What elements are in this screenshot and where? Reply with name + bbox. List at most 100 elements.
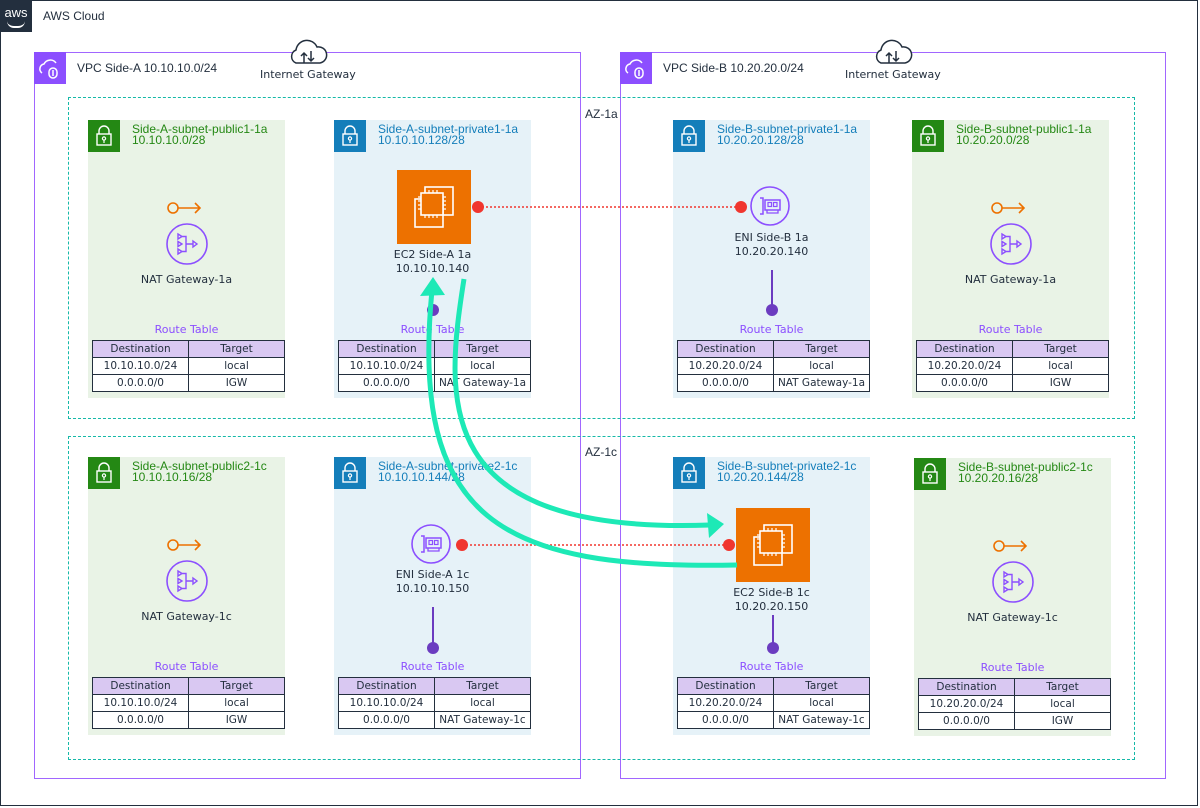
subnet-cidr: 10.10.10.16/28	[132, 470, 213, 484]
subnet-b-priv1: Side-B-subnet-private1-1a 10.20.20.128/2…	[673, 120, 870, 398]
subnet-lock-icon	[88, 457, 120, 489]
route-row: 0.0.0.0/0 IGW	[918, 712, 1111, 730]
route-target: IGW	[188, 711, 285, 729]
route-row: 10.20.20.0/24 local	[677, 694, 870, 712]
route-endpoint	[767, 642, 779, 654]
route-target: NAT Gateway-1a	[773, 374, 870, 392]
route-target: local	[1012, 357, 1109, 375]
nat-gateway-icon	[987, 200, 1035, 275]
subnet-lock-icon	[334, 120, 366, 152]
route-table-label: Route Table	[739, 323, 804, 336]
route-row: 10.20.20.0/24 local	[677, 357, 870, 375]
route-table: Destination Target 10.20.20.0/24 local 0…	[677, 340, 870, 392]
subnet-name: Side-B-subnet-public1-1a	[956, 122, 1092, 136]
route-row: 0.0.0.0/0 IGW	[916, 374, 1109, 392]
target-header: Target	[1014, 678, 1111, 696]
route-table-label: Route Table	[154, 323, 219, 336]
link-endpoint	[723, 539, 735, 551]
vpc-icon	[620, 52, 652, 84]
route-target: local	[1014, 695, 1111, 713]
ec2-ip: 10.10.10.140	[395, 262, 470, 275]
route-target: local	[434, 357, 531, 375]
link-endpoint	[735, 201, 747, 213]
ec2-instance-icon	[396, 170, 471, 244]
route-row: 0.0.0.0/0 NAT Gateway-1c	[677, 711, 870, 729]
route-row: 10.20.20.0/24 local	[916, 357, 1109, 375]
subnet-cidr: 10.20.20.16/28	[958, 471, 1039, 485]
subnet-name: Side-B-subnet-private2-1c	[717, 459, 857, 473]
route-table-label: Route Table	[400, 660, 465, 673]
route-destination: 10.20.20.0/24	[677, 694, 774, 712]
eni-label: ENI Side-B 1a	[734, 231, 809, 244]
route-destination: 0.0.0.0/0	[92, 711, 189, 729]
route-target: IGW	[1012, 374, 1109, 392]
route-destination: 0.0.0.0/0	[677, 374, 774, 392]
route-target: local	[773, 357, 870, 375]
route-destination: 10.10.10.0/24	[338, 357, 435, 375]
internet-gateway-icon	[287, 37, 329, 72]
target-header: Target	[188, 340, 285, 358]
nat-gateway-icon	[163, 537, 211, 612]
flow-arrowhead	[707, 513, 724, 538]
vpc-icon	[34, 52, 66, 84]
target-header: Target	[434, 677, 531, 695]
eni-ip: 10.20.20.140	[734, 245, 809, 258]
subnet-lock-icon	[912, 120, 944, 152]
subnet-cidr: 10.10.10.144/28	[378, 470, 465, 484]
az-1c-label: AZ-1c	[585, 445, 618, 459]
eni-ip: 10.10.10.150	[395, 582, 470, 595]
az-1c	[68, 436, 1135, 760]
route-target: local	[434, 694, 531, 712]
route-table: Destination Target 10.20.20.0/24 local 0…	[916, 340, 1109, 392]
route-table-header: Destination Target	[918, 678, 1111, 696]
subnet-a-priv1: Side-A-subnet-private1-1a 10.10.10.128/2…	[334, 120, 531, 398]
route-row: 0.0.0.0/0 NAT Gateway-1c	[338, 711, 531, 729]
aws-cloud-title: AWS Cloud	[43, 9, 105, 23]
ec2-instance-icon	[735, 508, 810, 582]
subnet-cidr: 10.20.20.144/28	[717, 470, 804, 484]
subnet-cidr: 10.20.20.0/28	[956, 133, 1030, 147]
route-row: 10.10.10.0/24 local	[92, 357, 285, 375]
target-header: Target	[773, 340, 870, 358]
subnet-lock-icon	[334, 457, 366, 489]
subnet-lock-icon	[673, 120, 705, 152]
route-destination: 0.0.0.0/0	[338, 374, 435, 392]
route-table-label: Route Table	[980, 661, 1045, 674]
route-table-header: Destination Target	[92, 677, 285, 695]
subnet-name: Side-A-subnet-public1-1a	[132, 122, 268, 136]
route-destination: 0.0.0.0/0	[918, 712, 1015, 730]
flow-arrow-to-b	[452, 278, 711, 529]
subnet-b-pub2: Side-B-subnet-public2-1c 10.20.20.16/28 …	[914, 458, 1111, 736]
subnet-cidr: 10.20.20.128/28	[717, 133, 804, 147]
route-target: local	[188, 694, 285, 712]
route-endpoint	[427, 642, 439, 654]
nat-gateway-label: NAT Gateway-1a	[140, 273, 233, 286]
az-1a-label: AZ-1a	[585, 107, 618, 121]
internet-gateway-icon	[872, 37, 914, 72]
subnet-a-pub1: Side-A-subnet-public1-1a 10.10.10.0/28 N…	[88, 120, 285, 398]
az-1a	[68, 97, 1135, 419]
route-table-header: Destination Target	[338, 677, 531, 695]
route-table: Destination Target 10.20.20.0/24 local 0…	[918, 678, 1111, 730]
destination-header: Destination	[92, 677, 189, 695]
destination-header: Destination	[918, 678, 1015, 696]
subnet-lock-icon	[88, 120, 120, 152]
destination-header: Destination	[338, 677, 435, 695]
target-header: Target	[1012, 340, 1109, 358]
route-destination: 0.0.0.0/0	[338, 711, 435, 729]
nat-gateway-icon	[163, 200, 211, 275]
subnet-name: Side-B-subnet-public2-1c	[958, 460, 1093, 474]
subnet-name: Side-A-subnet-private1-1a	[378, 122, 519, 136]
route-table-header: Destination Target	[916, 340, 1109, 358]
route-row: 10.10.10.0/24 local	[338, 357, 531, 375]
ec2-label: EC2 Side-A 1a	[393, 248, 472, 261]
route-table-label: Route Table	[978, 323, 1043, 336]
route-row: 10.20.20.0/24 local	[918, 695, 1111, 713]
route-table-label: Route Table	[154, 660, 219, 673]
route-target: NAT Gateway-1c	[434, 711, 531, 729]
route-table: Destination Target 10.10.10.0/24 local 0…	[338, 677, 531, 729]
route-table-header: Destination Target	[92, 340, 285, 358]
nat-gateway-label: NAT Gateway-1a	[964, 273, 1057, 286]
route-destination: 0.0.0.0/0	[677, 711, 774, 729]
